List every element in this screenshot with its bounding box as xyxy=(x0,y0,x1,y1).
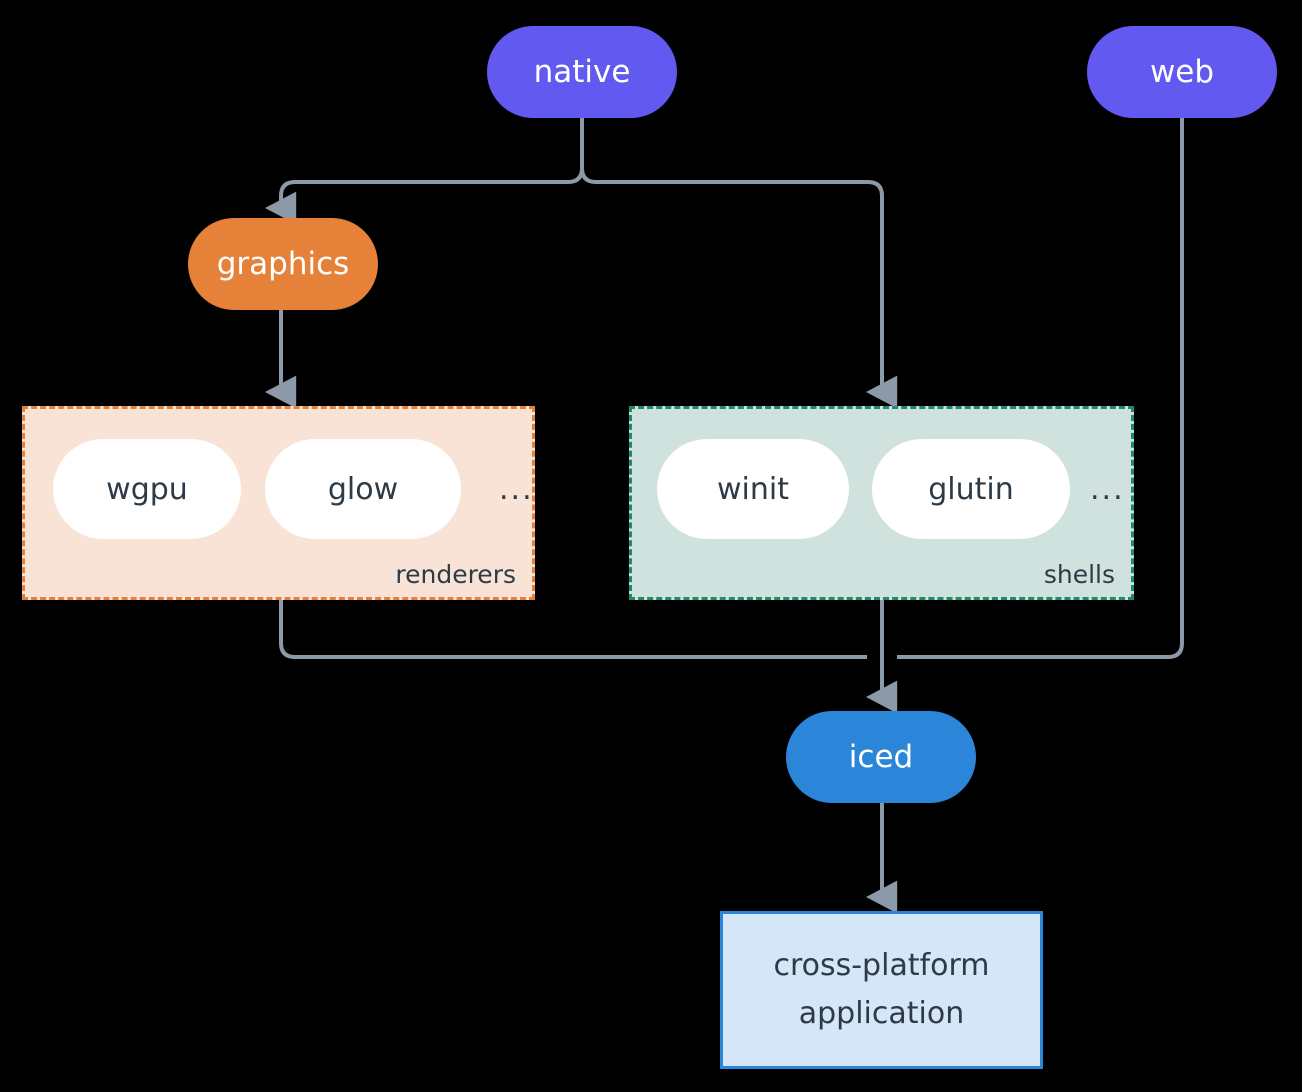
renderers-ellipsis: ... xyxy=(499,472,534,507)
node-native-label: native xyxy=(533,53,631,90)
node-web-label: web xyxy=(1149,53,1215,90)
group-shells-label: shells xyxy=(1043,560,1115,589)
node-winit-label: winit xyxy=(717,471,789,507)
node-winit[interactable]: winit xyxy=(657,439,849,539)
application-label-line2: application xyxy=(798,996,965,1031)
node-cross-platform-application[interactable]: cross-platform application xyxy=(720,911,1043,1069)
node-web[interactable]: web xyxy=(1087,26,1277,118)
group-renderers-label: renderers xyxy=(395,560,516,589)
node-iced-label: iced xyxy=(848,738,914,775)
node-glow-label: glow xyxy=(327,471,399,507)
node-native[interactable]: native xyxy=(487,26,677,118)
group-renderers: wgpu glow ... renderers xyxy=(22,406,535,600)
application-label-line1: cross-platform xyxy=(773,948,990,983)
edge-native-to-shells xyxy=(580,167,898,409)
node-graphics-label: graphics xyxy=(216,245,350,282)
shells-ellipsis: ... xyxy=(1090,472,1125,507)
node-graphics[interactable]: graphics xyxy=(188,218,378,310)
node-glow[interactable]: glow xyxy=(265,439,461,539)
node-glutin-label: glutin xyxy=(928,471,1014,507)
group-shells: winit glutin ... shells xyxy=(629,406,1134,600)
edge-native-to-graphics xyxy=(265,167,584,225)
node-wgpu-label: wgpu xyxy=(106,471,188,507)
node-iced[interactable]: iced xyxy=(786,711,976,803)
node-wgpu[interactable]: wgpu xyxy=(53,439,241,539)
node-glutin[interactable]: glutin xyxy=(872,439,1070,539)
edge-renderers-to-iced xyxy=(279,600,867,659)
